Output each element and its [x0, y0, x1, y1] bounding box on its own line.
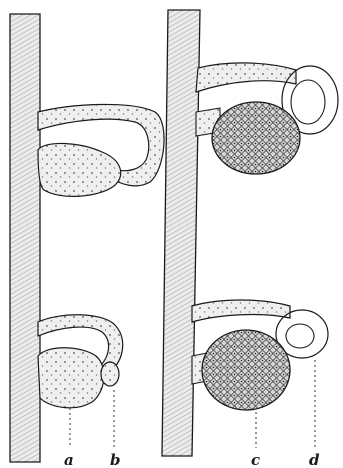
label-a: a [64, 451, 74, 468]
right-lower-coil-inner [286, 324, 314, 348]
right-lower-branch [192, 300, 290, 322]
left-filament [10, 14, 164, 462]
label-c: c [251, 451, 260, 468]
left-antheridium-b [101, 362, 119, 386]
right-upper-oogonium [212, 102, 300, 174]
left-upper-oogonium [38, 143, 121, 196]
right-lower-oogonium [202, 330, 290, 410]
label-b: b [110, 451, 121, 468]
right-upper-coil-inner [291, 80, 325, 124]
left-lower-oogonium [38, 348, 104, 408]
right-filament [162, 10, 338, 456]
left-main-stem [10, 14, 40, 462]
right-main-stem [162, 10, 200, 456]
label-d: d [309, 451, 320, 468]
right-upper-branch [196, 63, 296, 92]
